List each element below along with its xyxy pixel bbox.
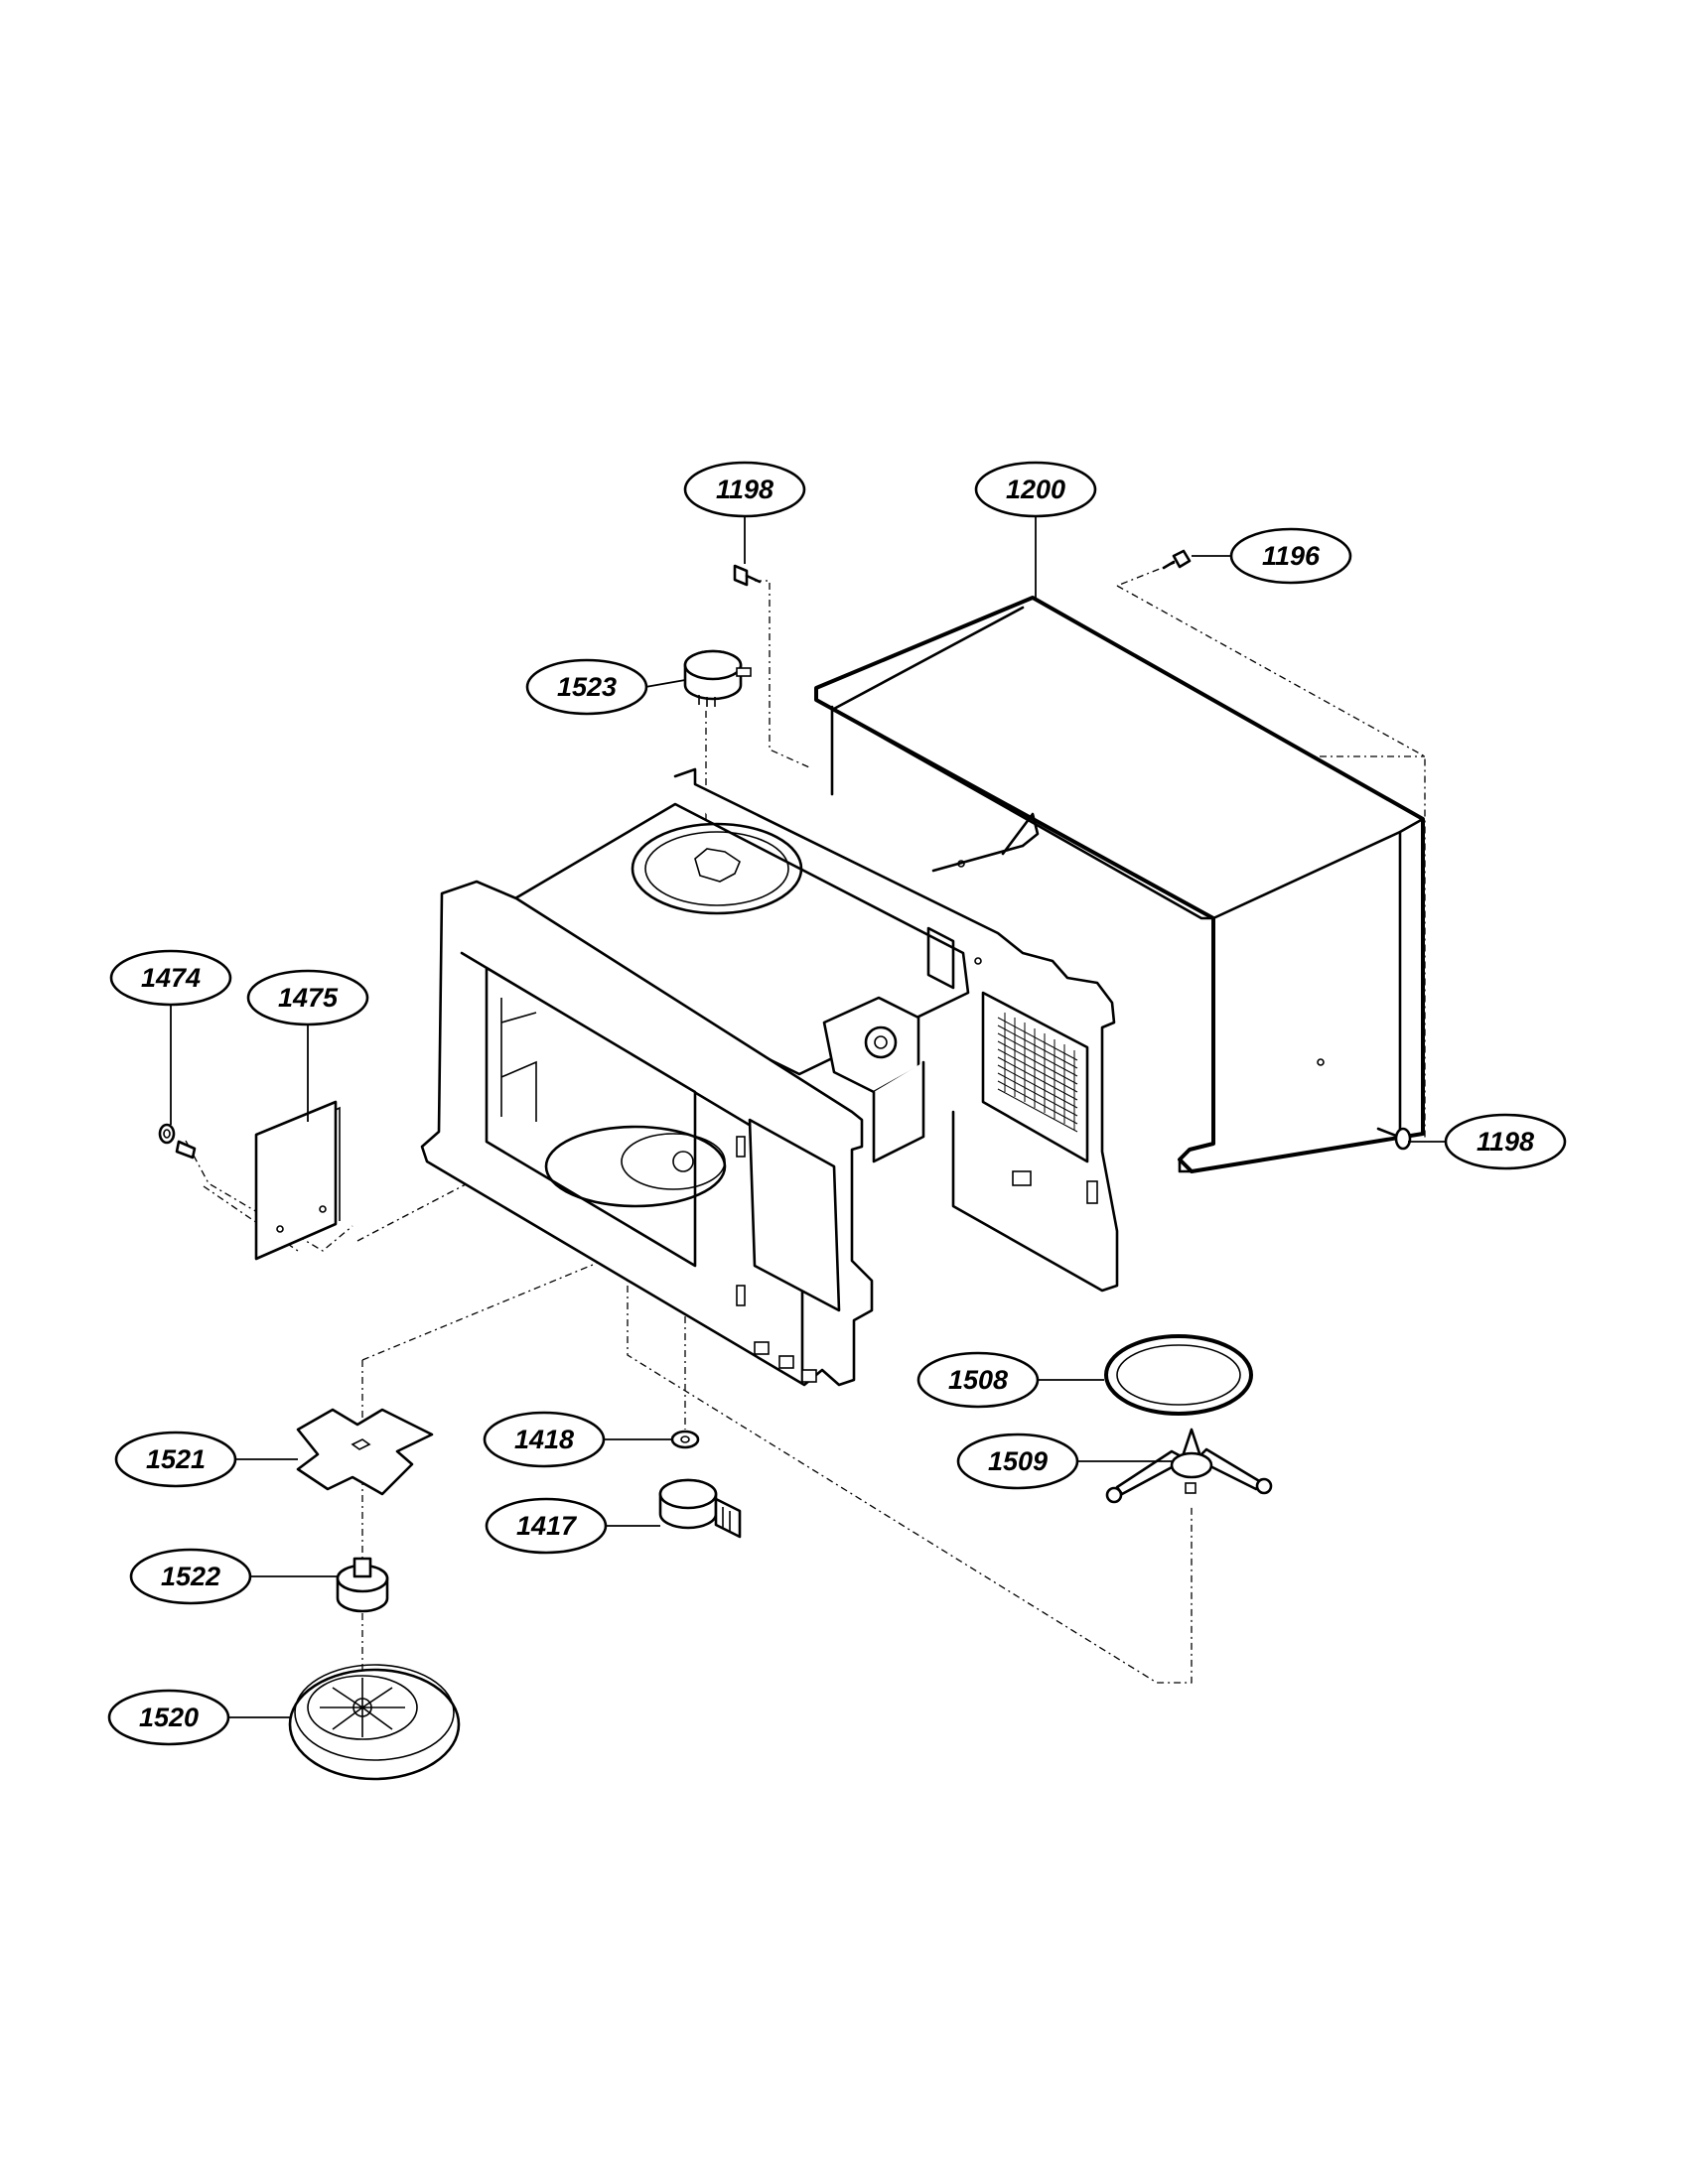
callout-1508: 1508 — [916, 1351, 1040, 1409]
callout-1417: 1417 — [485, 1497, 608, 1555]
callout-1198-right: 1198 — [1444, 1113, 1567, 1170]
callout-label: 1521 — [146, 1444, 206, 1474]
callout-label: 1198 — [716, 475, 774, 504]
callout-label: 1509 — [988, 1446, 1048, 1476]
outer-cabinet — [814, 596, 1425, 1173]
callout-1521: 1521 — [114, 1431, 237, 1488]
callout-label: 1475 — [278, 983, 339, 1013]
callout-1522: 1522 — [129, 1548, 252, 1605]
glass-tray-1508 — [1104, 1334, 1253, 1416]
callout-label: 1418 — [514, 1425, 574, 1454]
callout-1200: 1200 — [974, 461, 1097, 518]
cover-plate-1475 — [254, 1100, 341, 1261]
callout-label: 1417 — [516, 1511, 578, 1541]
coupler-1522 — [336, 1557, 389, 1613]
screw-1198-right — [1376, 1127, 1412, 1151]
leader-lines — [170, 516, 1446, 1718]
screw-1196 — [1162, 549, 1192, 570]
fan-motor-1523 — [683, 649, 752, 707]
roller-rest-1520 — [288, 1664, 461, 1781]
callout-label: 1200 — [1006, 475, 1065, 504]
callout-1523: 1523 — [525, 658, 648, 716]
callout-1520: 1520 — [107, 1689, 230, 1746]
callout-label: 1520 — [139, 1703, 199, 1732]
callout-label: 1196 — [1262, 541, 1321, 571]
callout-label: 1523 — [557, 672, 617, 702]
turntable-motor-1417 — [658, 1478, 742, 1539]
callout-1474: 1474 — [109, 949, 232, 1007]
callout-1509: 1509 — [956, 1433, 1079, 1490]
screw-1198-top — [733, 564, 762, 587]
roller-ring-1509 — [1105, 1428, 1273, 1504]
callout-1196: 1196 — [1229, 527, 1352, 585]
vent-mesh — [997, 1013, 1078, 1133]
callout-label: 1198 — [1477, 1127, 1534, 1157]
callout-1418: 1418 — [483, 1411, 606, 1468]
callout-1198-top: 1198 — [683, 461, 806, 518]
washer-1418 — [670, 1430, 700, 1449]
callout-label: 1474 — [141, 963, 201, 993]
coupler-plate-1521 — [296, 1408, 434, 1496]
callout-label: 1508 — [948, 1365, 1008, 1395]
oven-cavity-chassis — [420, 767, 1119, 1387]
fastener-1474 — [158, 1123, 197, 1160]
callout-1475: 1475 — [246, 969, 369, 1026]
callout-label: 1522 — [161, 1562, 220, 1591]
